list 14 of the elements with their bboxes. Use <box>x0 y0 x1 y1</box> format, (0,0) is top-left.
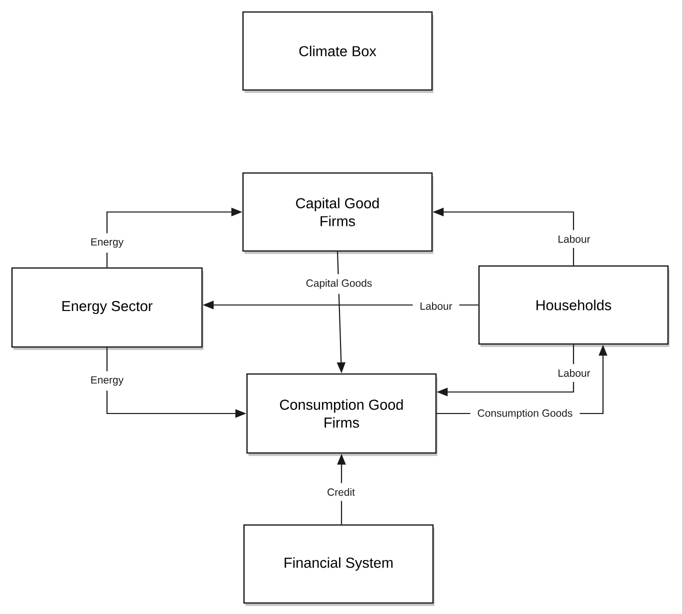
edge-label: Labour <box>550 364 598 382</box>
process-box: Financial System <box>243 524 434 606</box>
process-box: Climate Box <box>242 11 434 93</box>
edge-label: Labour <box>550 230 598 248</box>
edge-label: Credit <box>320 483 362 501</box>
edge-label: Energy <box>83 371 131 391</box>
edge-label: Capital Goods <box>298 274 380 294</box>
process-box: Households <box>478 265 670 347</box>
edge-label: Energy <box>83 233 131 253</box>
process-box: Energy Sector <box>11 267 204 350</box>
edge-label: Consumption Goods <box>470 404 580 424</box>
edge-label: Labour <box>412 297 460 315</box>
process-box: Capital Good Firms <box>242 172 434 254</box>
process-box: Consumption Good Firms <box>246 373 438 456</box>
